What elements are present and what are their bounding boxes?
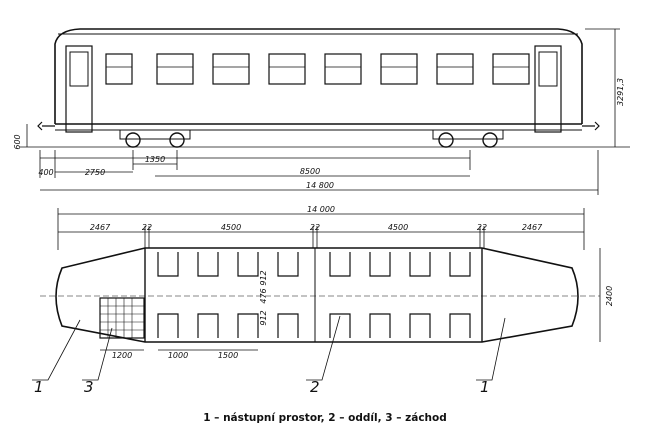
window <box>105 53 133 85</box>
toilet-room <box>99 297 145 339</box>
door-right <box>534 45 562 133</box>
callout-toilet: 3 <box>84 378 94 396</box>
dim-toilet: 1200 <box>112 351 132 360</box>
window <box>436 53 474 85</box>
door-left <box>65 45 93 133</box>
dim-height: 3291,3 <box>616 78 625 106</box>
callout-compartment: 2 <box>310 378 320 396</box>
coupler-left <box>37 121 55 131</box>
drawing-caption: 1 – nástupní prostor, 2 – oddíl, 3 – zác… <box>203 412 447 424</box>
dim-partition-left: 22 <box>142 223 152 232</box>
coupler-right <box>582 121 600 131</box>
dim-body-length: 14 000 <box>307 205 335 214</box>
callout-vestibule-left: 1 <box>34 378 44 396</box>
plan-view: 14 000 2467 22 4500 22 4500 22 2467 2400… <box>32 205 614 396</box>
bogie-right <box>432 129 504 148</box>
plan-outline <box>55 247 579 343</box>
wheel <box>482 132 498 148</box>
window <box>156 53 194 85</box>
dim-compartment-right: 4500 <box>388 223 408 232</box>
dim-seat-gap: 476 <box>259 288 268 303</box>
dim-partition-mid: 22 <box>310 223 320 232</box>
dim-end-to-bogie: 2750 <box>85 168 105 177</box>
dim-width: 2400 <box>605 286 614 306</box>
dim-bogie-pitch: 8500 <box>300 167 320 176</box>
wheel <box>125 132 141 148</box>
dim-seat-pitch: 1000 <box>168 351 188 360</box>
window <box>268 53 306 85</box>
dim-seat-a: 912 <box>259 270 268 285</box>
window <box>380 53 418 85</box>
window <box>492 53 530 85</box>
window <box>324 53 362 85</box>
dim-bogie-base: 1350 <box>145 155 165 164</box>
dim-overhang: 400 <box>38 168 53 177</box>
dim-vestibule-left: 2467 <box>90 223 111 232</box>
dim-step-height: 600 <box>13 134 22 149</box>
carbody-outline <box>54 28 583 124</box>
dim-seat-b: 912 <box>259 310 268 325</box>
bogie-left <box>119 129 191 148</box>
wheel <box>438 132 454 148</box>
dim-vestibule-right: 2467 <box>522 223 543 232</box>
dim-compartment-left: 4500 <box>221 223 241 232</box>
window <box>212 53 250 85</box>
seats <box>157 252 471 338</box>
dim-total-length: 14 800 <box>306 181 334 190</box>
dim-partition-right: 22 <box>477 223 487 232</box>
window-row <box>105 53 530 85</box>
side-view: 3291,3 600 400 2750 1350 8500 14 800 <box>13 28 630 195</box>
callout-vestibule-right: 1 <box>480 378 490 396</box>
wheel <box>169 132 185 148</box>
dim-bay: 1500 <box>218 351 238 360</box>
door-right-window <box>538 51 558 87</box>
door-left-window <box>69 51 89 87</box>
